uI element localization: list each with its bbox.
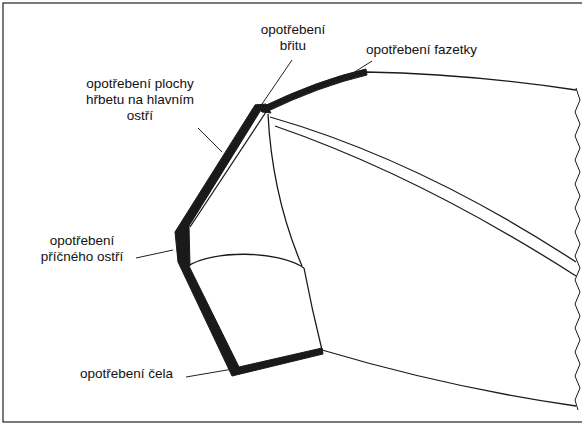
leader-line	[186, 369, 233, 377]
part-label: opotřebení čela	[80, 366, 220, 382]
break-line	[575, 88, 580, 410]
leader-line	[198, 128, 222, 152]
margin-wear-band	[262, 69, 367, 112]
leader-line	[262, 60, 292, 104]
drill-outline	[322, 350, 576, 406]
frame	[3, 3, 582, 422]
flank-wear-band	[175, 105, 264, 232]
part-label: opotřebení fazetky	[366, 42, 536, 58]
flute-edge	[304, 268, 322, 350]
leader-line	[136, 250, 173, 258]
flank-boundary	[268, 114, 302, 266]
margin-line	[275, 126, 576, 276]
part-label: opotřebení plochy hřbetu na hlavním ostř…	[84, 76, 196, 125]
margin-line	[270, 117, 576, 262]
flute-edge	[188, 254, 304, 268]
part-label: opotřebení příčného ostří	[28, 233, 136, 265]
leader-line	[342, 61, 372, 80]
part-label: opotřebení břitu	[250, 22, 336, 54]
rake-wear-band	[178, 262, 323, 376]
chisel-wear-band	[175, 226, 190, 266]
cutting-edge	[190, 112, 266, 227]
